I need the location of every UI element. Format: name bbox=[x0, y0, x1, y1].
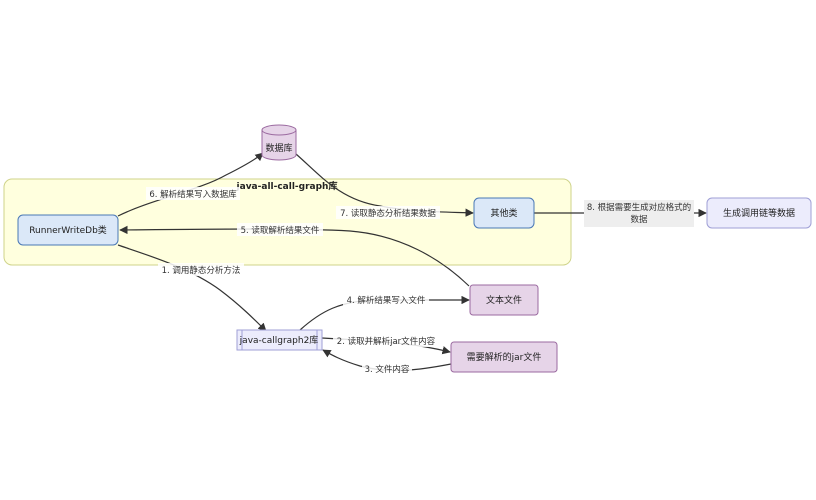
java-callgraph2-box bbox=[236, 329, 323, 351]
subgraph-title: java-all-call-graph库 bbox=[236, 180, 338, 192]
edge-label-5: 5. 读取解析结果文件 bbox=[241, 225, 320, 236]
other-class-box bbox=[473, 197, 535, 229]
edge-label-4: 4. 解析结果写入文件 bbox=[347, 295, 426, 306]
java-callgraph2-label: java-callgraph2库 bbox=[239, 334, 319, 346]
database-cylinder bbox=[261, 130, 297, 161]
edge-label-2: 2. 读取并解析jar文件内容 bbox=[337, 336, 436, 347]
generate-data-label: 生成调用链等数据 bbox=[723, 207, 795, 219]
node-runner-write-db[interactable]: RunnerWriteDb类 bbox=[17, 214, 119, 246]
node-jar-file[interactable]: 需要解析的jar文件 bbox=[450, 341, 558, 373]
edge-label-7: 7. 读取静态分析结果数据 bbox=[340, 208, 436, 219]
generate-data-box bbox=[706, 197, 812, 229]
runner-label: RunnerWriteDb类 bbox=[29, 224, 107, 236]
database-cylinder-top bbox=[261, 124, 297, 136]
node-other-class[interactable]: 其他类 bbox=[473, 197, 535, 229]
node-java-callgraph2[interactable]: java-callgraph2库 bbox=[236, 329, 323, 351]
node-generate-data[interactable]: 生成调用链等数据 bbox=[706, 197, 812, 229]
edge-1 bbox=[117, 244, 267, 332]
edge-3 bbox=[322, 349, 452, 372]
edge-7 bbox=[295, 153, 474, 217]
edge-6 bbox=[117, 152, 264, 217]
jar-file-box bbox=[450, 341, 558, 373]
edge-label-3: 3. 文件内容 bbox=[365, 364, 410, 375]
edge-labels: 6. 解析结果写入数据库 7. 读取静态分析结果数据 5. 读取解析结果文件 1… bbox=[146, 187, 694, 375]
other-class-label: 其他类 bbox=[490, 207, 517, 219]
jar-file-label: 需要解析的jar文件 bbox=[467, 351, 542, 363]
text-file-box bbox=[469, 284, 539, 316]
node-text-file[interactable]: 文本文件 bbox=[469, 284, 539, 316]
nodes: 数据库 RunnerWriteDb类 其他类 生成调用链等数据 文本文件 jav… bbox=[17, 124, 812, 373]
edge-label-6: 6. 解析结果写入数据库 bbox=[149, 189, 237, 200]
subgraph-box bbox=[3, 178, 572, 266]
edge-5 bbox=[119, 225, 470, 287]
edge-label-8-line2: 数据 bbox=[630, 214, 648, 225]
edge-label-8-line1: 8. 根据需要生成对应格式的 bbox=[587, 202, 691, 213]
subgraph-java-all-call-graph: java-all-call-graph库 bbox=[3, 178, 572, 266]
node-database[interactable]: 数据库 bbox=[261, 124, 297, 161]
text-file-label: 文本文件 bbox=[486, 294, 522, 306]
database-label: 数据库 bbox=[265, 142, 292, 154]
edge-label-1: 1. 调用静态分析方法 bbox=[162, 265, 241, 276]
runner-box bbox=[17, 214, 119, 246]
